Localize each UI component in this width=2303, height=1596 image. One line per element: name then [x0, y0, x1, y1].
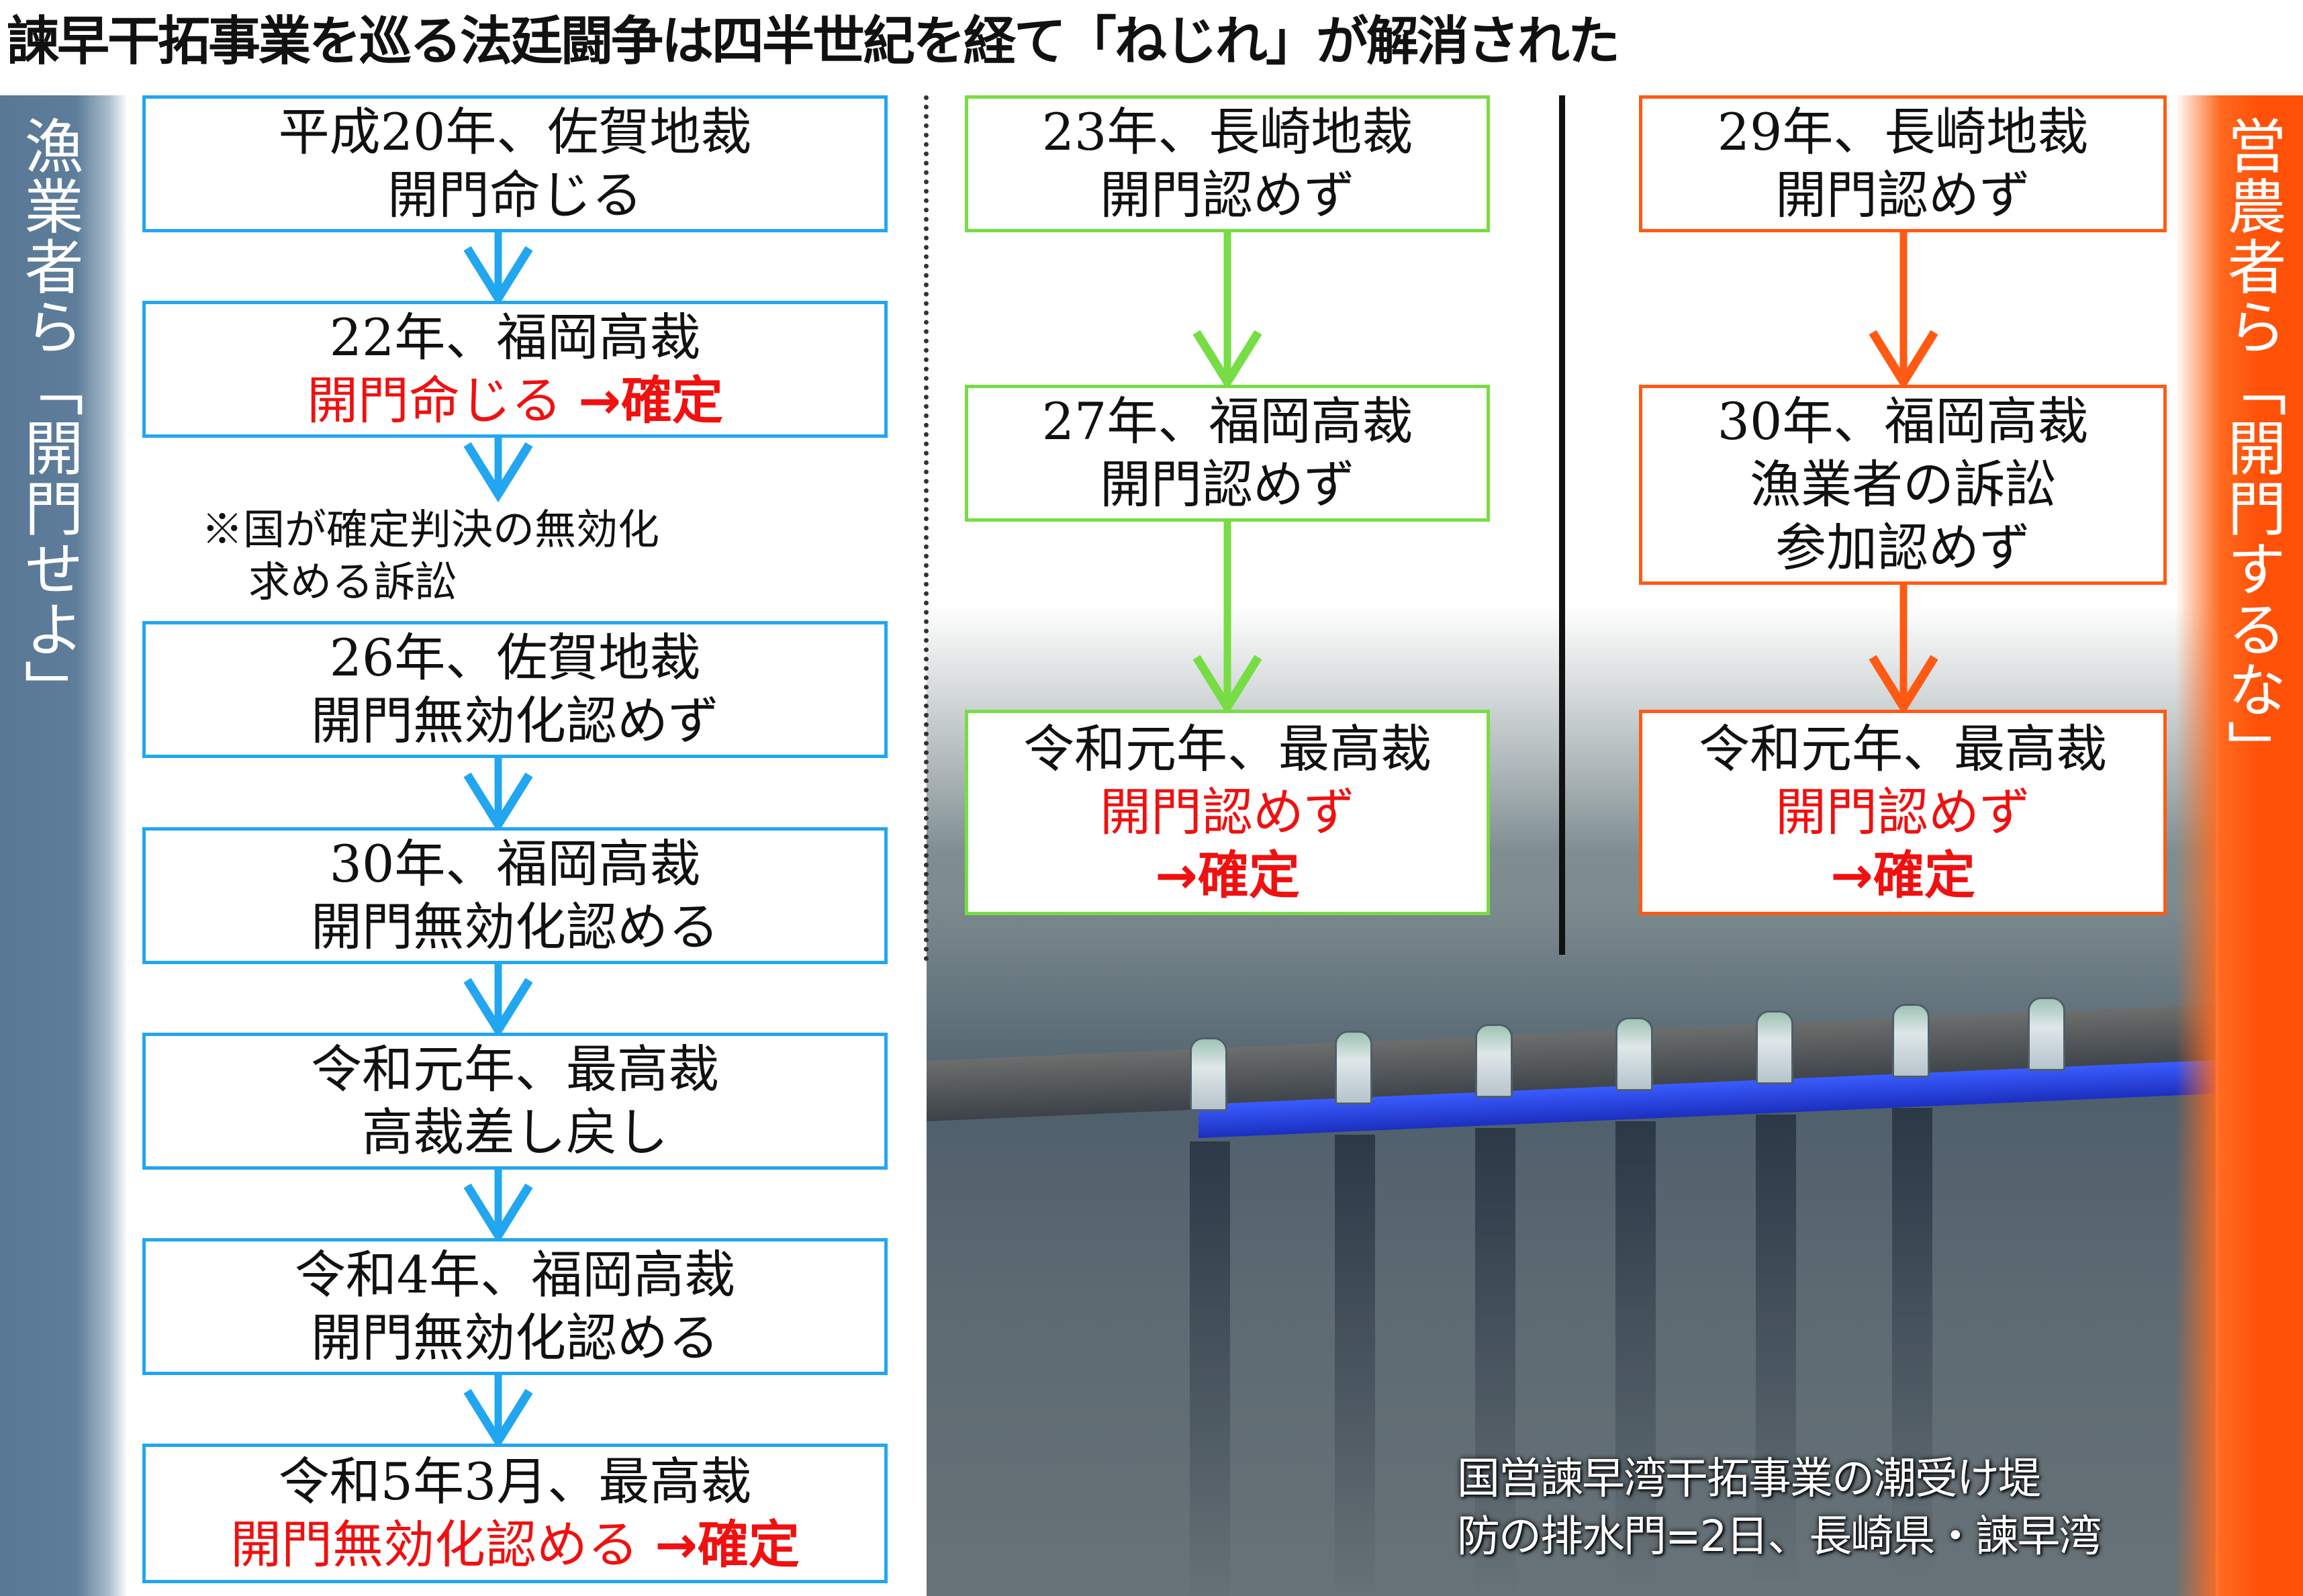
- gate-shadow: [1892, 1108, 1932, 1578]
- confirmed-label: →確定: [578, 371, 723, 430]
- step-court: 26年、佐賀地裁: [329, 628, 701, 688]
- down-arrow-icon: [463, 758, 533, 833]
- right-step-1: 29年、長崎地裁 開門認めず: [1639, 95, 2167, 232]
- right-step-3: 令和元年、最高裁 開門認めず →確定: [1639, 710, 2167, 915]
- step-court: 令和元年、最高裁: [1699, 719, 2107, 779]
- step-court: 23年、長崎地裁: [1041, 102, 1413, 162]
- step-ruling: 開門命じる: [307, 371, 563, 430]
- down-arrow-icon: [463, 1169, 533, 1244]
- step-ruling: 開門無効化認める: [311, 1308, 719, 1368]
- step-court: 27年、福岡高裁: [1041, 391, 1413, 451]
- step-court: 令和5年3月、最高裁: [278, 1452, 752, 1511]
- step-ruling: 開門認めず: [1100, 782, 1355, 842]
- down-arrow-icon: [1869, 232, 1938, 391]
- step-ruling: 開門無効化認める: [230, 1515, 639, 1575]
- down-arrow-icon: [1192, 232, 1262, 391]
- gate-shadow: [1615, 1121, 1656, 1591]
- step-ruling: 参加認めず: [1775, 518, 2030, 577]
- left-step-7: 令和5年3月、最高裁 開門無効化認める →確定: [142, 1444, 888, 1583]
- right-step-2: 30年、福岡高裁 漁業者の訴訟 参加認めず: [1639, 385, 2167, 585]
- step-ruling: 開門認めず: [1100, 455, 1355, 514]
- step-court: 平成20年、佐賀地裁: [278, 102, 752, 162]
- step-court: 29年、長崎地裁: [1717, 102, 2089, 162]
- step-ruling: 開門認めず: [1100, 165, 1355, 225]
- down-arrow-icon: [1869, 585, 1938, 716]
- down-arrow-icon: [1192, 522, 1262, 716]
- down-arrow-icon: [463, 438, 533, 503]
- caption-line: 防の排水門=2日、長崎県・諫早湾: [1457, 1512, 2102, 1562]
- step-ruling: 開門認めず: [1775, 165, 2030, 225]
- farmers-label: 営農者ら「開門するな」: [2218, 115, 2287, 780]
- left-step-3: 26年、佐賀地裁 開門無効化認めず: [142, 621, 888, 758]
- step-court: 令和元年、最高裁: [311, 1039, 719, 1099]
- down-arrow-icon: [463, 964, 533, 1039]
- step-ruling: 開門無効化認める: [311, 897, 719, 957]
- gate-tower: [1475, 1024, 1513, 1098]
- middle-step-3: 令和元年、最高裁 開門認めず →確定: [965, 710, 1490, 915]
- left-step-5: 令和元年、最高裁 高裁差し戻し: [142, 1033, 888, 1170]
- step-ruling: 高裁差し戻し: [362, 1102, 668, 1162]
- step-court: 30年、福岡高裁: [329, 834, 701, 894]
- step-court: 令和4年、福岡高裁: [294, 1245, 736, 1305]
- note: ※国が確定判決の無効化 求める訴訟: [201, 504, 659, 608]
- gate-shadow: [1335, 1135, 1375, 1596]
- middle-step-2: 27年、福岡高裁 開門認めず: [965, 385, 1490, 522]
- step-ruling: 漁業者の訴訟: [1750, 455, 2056, 514]
- headline: 諫早干拓事業を巡る法廷闘争は四半世紀を経て「ねじれ」が解消された: [7, 11, 1620, 72]
- gate-tower: [1756, 1011, 1793, 1084]
- step-court: 令和元年、最高裁: [1023, 719, 1431, 779]
- photo-caption: 国営諫早湾干拓事業の潮受け堤 防の排水門=2日、長崎県・諫早湾: [1457, 1450, 2102, 1566]
- gate-tower: [1190, 1037, 1227, 1111]
- caption-line: 国営諫早湾干拓事業の潮受け堤: [1457, 1454, 2041, 1504]
- gate-tower: [1335, 1031, 1372, 1105]
- step-court: 22年、福岡高裁: [329, 308, 701, 367]
- left-step-1: 平成20年、佐賀地裁 開門命じる: [142, 95, 888, 232]
- step-ruling: 開門命じる: [387, 165, 643, 225]
- gate-tower: [1892, 1004, 1930, 1078]
- gate-tower: [1615, 1017, 1653, 1091]
- step-ruling: 開門無効化認めず: [311, 691, 719, 751]
- down-arrow-icon: [463, 1375, 533, 1450]
- confirmed-label: →確定: [1155, 845, 1300, 905]
- confirmed-label: →確定: [655, 1515, 800, 1575]
- note-line: 求める訴訟: [248, 557, 457, 606]
- left-step-4: 30年、福岡高裁 開門無効化認める: [142, 827, 888, 964]
- fishermen-band: 漁業者ら「開門せよ」: [0, 95, 128, 1596]
- middle-step-1: 23年、長崎地裁 開門認めず: [965, 95, 1490, 232]
- farmers-band: 営農者ら「開門するな」: [2175, 95, 2303, 1596]
- gate-tower: [2028, 997, 2065, 1071]
- gate-shadow: [1756, 1115, 1796, 1585]
- gate-shadow: [1190, 1141, 1230, 1596]
- step-ruling: 開門認めず: [1775, 782, 2030, 842]
- gate-shadow: [1475, 1128, 1515, 1596]
- step-court: 30年、福岡高裁: [1717, 391, 2089, 451]
- confirmed-label: →確定: [1830, 845, 1975, 905]
- dotted-divider: [924, 95, 929, 961]
- left-step-2: 22年、福岡高裁 開門命じる →確定: [142, 301, 888, 438]
- note-line: ※国が確定判決の無効化: [201, 505, 660, 554]
- down-arrow-icon: [463, 232, 533, 307]
- fishermen-label: 漁業者ら「開門せよ」: [15, 115, 84, 720]
- solid-divider: [1559, 95, 1565, 955]
- left-step-6: 令和4年、福岡高裁 開門無効化認める: [142, 1238, 888, 1375]
